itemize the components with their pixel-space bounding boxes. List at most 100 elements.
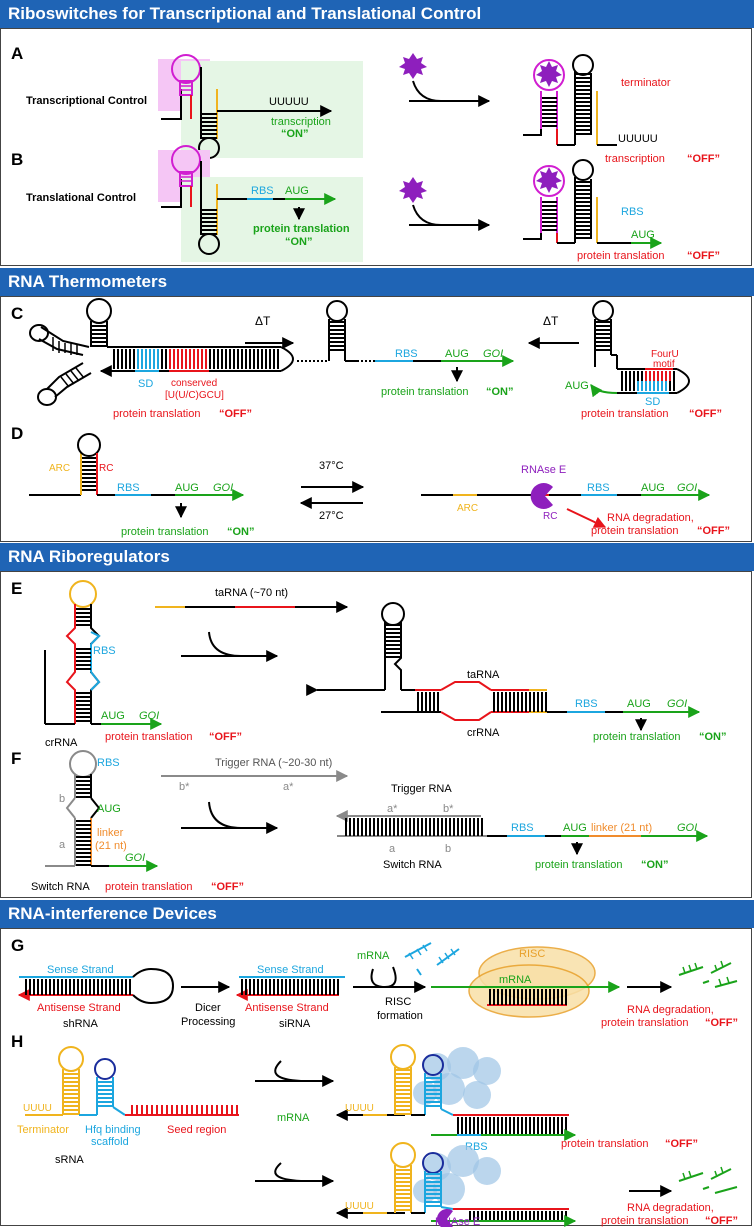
uuuu-label-bottom: UUUU [345,1201,374,1212]
riboswitch-b-structure [161,145,337,255]
section-header-riboswitches: Riboswitches for Transcriptional and Tra… [0,0,754,28]
aug-label-f: AUG [97,803,121,815]
uuuuu-right-label: UUUUU [618,133,658,145]
translation-off-word-c-left: “OFF” [219,408,252,420]
aug-label-b-right: AUG [631,229,655,241]
terminator-label-h: Terminator [17,1124,69,1136]
expression-platform-highlight [181,61,363,158]
goi-label-e-right: GOI [667,698,687,710]
sense-strand-label-2: Sense Strand [257,964,324,976]
translation-off-word-d: “OFF” [697,525,730,537]
rbs-label-f-right: RBS [511,822,534,834]
translation-on-word-c: “ON” [486,386,514,398]
uuuu-label-h: UUUU [23,1103,52,1114]
temp-37-label: 37°C [319,460,344,472]
astar-label-f: a* [283,781,294,793]
riboswitch-diagram: A Transcriptional Control UUUUU trans [11,44,720,262]
degradation-label-h: RNA degradation, [627,1202,714,1214]
translation-off-word-f: “OFF” [211,881,244,893]
rbs-label-f: RBS [97,757,120,769]
srna-structure [25,1046,239,1116]
delta-t-left: ΔT [255,314,271,328]
riboswitch-b-bound [523,159,663,249]
translation-on-text-e: protein translation [593,731,680,743]
scaffold-label: scaffold [91,1136,129,1148]
thermometer-closed-left [29,298,294,406]
translation-on-word-d: “ON” [227,526,255,538]
processing-label: Processing [181,1016,235,1028]
rc-label-d: RC [99,463,113,474]
translation-off-word-g: “OFF” [705,1017,738,1029]
trigger-switch-complex [335,810,709,856]
linker-label-f: linker [97,827,124,839]
section-header-rnai: RNA-interference Devices [0,900,754,928]
arc-label-d: ARC [49,463,70,474]
thermometer-d-left [29,433,245,519]
crrna-label: crRNA [45,737,78,749]
section-header-thermometers: RNA Thermometers [0,268,754,296]
panel-letter-f: F [11,749,21,768]
srna-label: sRNA [55,1154,84,1166]
goi-label-e: GOI [139,710,159,722]
thermometer-panel-box: C [0,296,752,542]
trigger-rna-label: Trigger RNA [391,783,452,795]
srna-pathway-arrows [255,1060,335,1187]
transcription-off-word: “OFF” [687,153,720,165]
switch-rna-label: Switch RNA [31,881,90,893]
goi-label-d-right: GOI [677,482,697,494]
aug-label-b: AUG [285,185,309,197]
section-header-riboregulators: RNA Riboregulators [0,543,754,571]
rbs-label-e-right: RBS [575,698,598,710]
temp-27-label: 27°C [319,510,344,522]
goi-label-f-right: GOI [677,822,697,834]
translation-off-text-e: protein translation [105,731,192,743]
b-label-r: b [445,843,451,855]
risc-label: RISC [519,948,545,960]
translation-off-word-e: “OFF” [209,731,242,743]
arc-label-d-right: ARC [457,503,478,514]
translation-off-text-f: protein translation [105,881,192,893]
formation-label: formation [377,1010,423,1022]
transcription-on-text: transcription [271,116,331,128]
aug-label-c-right: AUG [565,380,589,392]
degradation-label-d: RNA degradation, [607,512,694,524]
shrna-structure [17,967,175,1005]
panel-letter-h: H [11,1032,23,1051]
transcription-off-text: transcription [605,153,665,165]
ligand-binding-arrow-a [399,53,491,107]
terminator-label: terminator [621,77,671,89]
dicer-label: Dicer [195,1002,221,1014]
riboregulator-diagram: E RBS AUG GOI crRNA protein translation [11,579,727,893]
section-title: RNA-interference Devices [8,904,217,923]
panel-letter-c: C [11,304,23,323]
bstar-label-f: b* [179,781,190,793]
rnase-e-label-h: RNAse E [435,1216,480,1227]
rc-label-d-right: RC [543,511,557,522]
antisense-strand-label: Antisense Strand [37,1002,121,1014]
translation-off-text-g: protein translation [601,1017,688,1029]
panel-letter-a: A [11,44,23,63]
goi-label-c: GOI [483,348,503,360]
riboswitch-a-bound [523,54,617,146]
translation-off-text-h2: protein translation [601,1215,688,1227]
trigger-length-label: Trigger RNA (~20-30 nt) [215,757,332,769]
degraded-fragments-h [678,1166,738,1194]
translation-off-word-c-right: “OFF” [689,408,722,420]
seed-region-label: Seed region [167,1124,226,1136]
crrna-label-right: crRNA [467,727,500,739]
translation-on-text-c: protein translation [381,386,468,398]
translation-on-text-f: protein translation [535,859,622,871]
delta-t-right: ΔT [543,314,559,328]
section-title: RNA Thermometers [8,272,168,291]
translation-off-text-b: protein translation [577,250,664,262]
hfq-label: Hfq binding [85,1124,141,1136]
fouru-label: FourU [651,349,679,360]
riboregulator-panel-box: E RBS AUG GOI crRNA protein translation [0,571,752,898]
panel-letter-e: E [11,579,22,598]
aug-label-d-right: AUG [641,482,665,494]
tarna-binding-arrow [155,601,349,662]
translation-off-word-b: “OFF” [687,250,720,262]
translation-on-word-f: “ON” [641,859,669,871]
ligand-binding-arrow-b [399,177,491,231]
